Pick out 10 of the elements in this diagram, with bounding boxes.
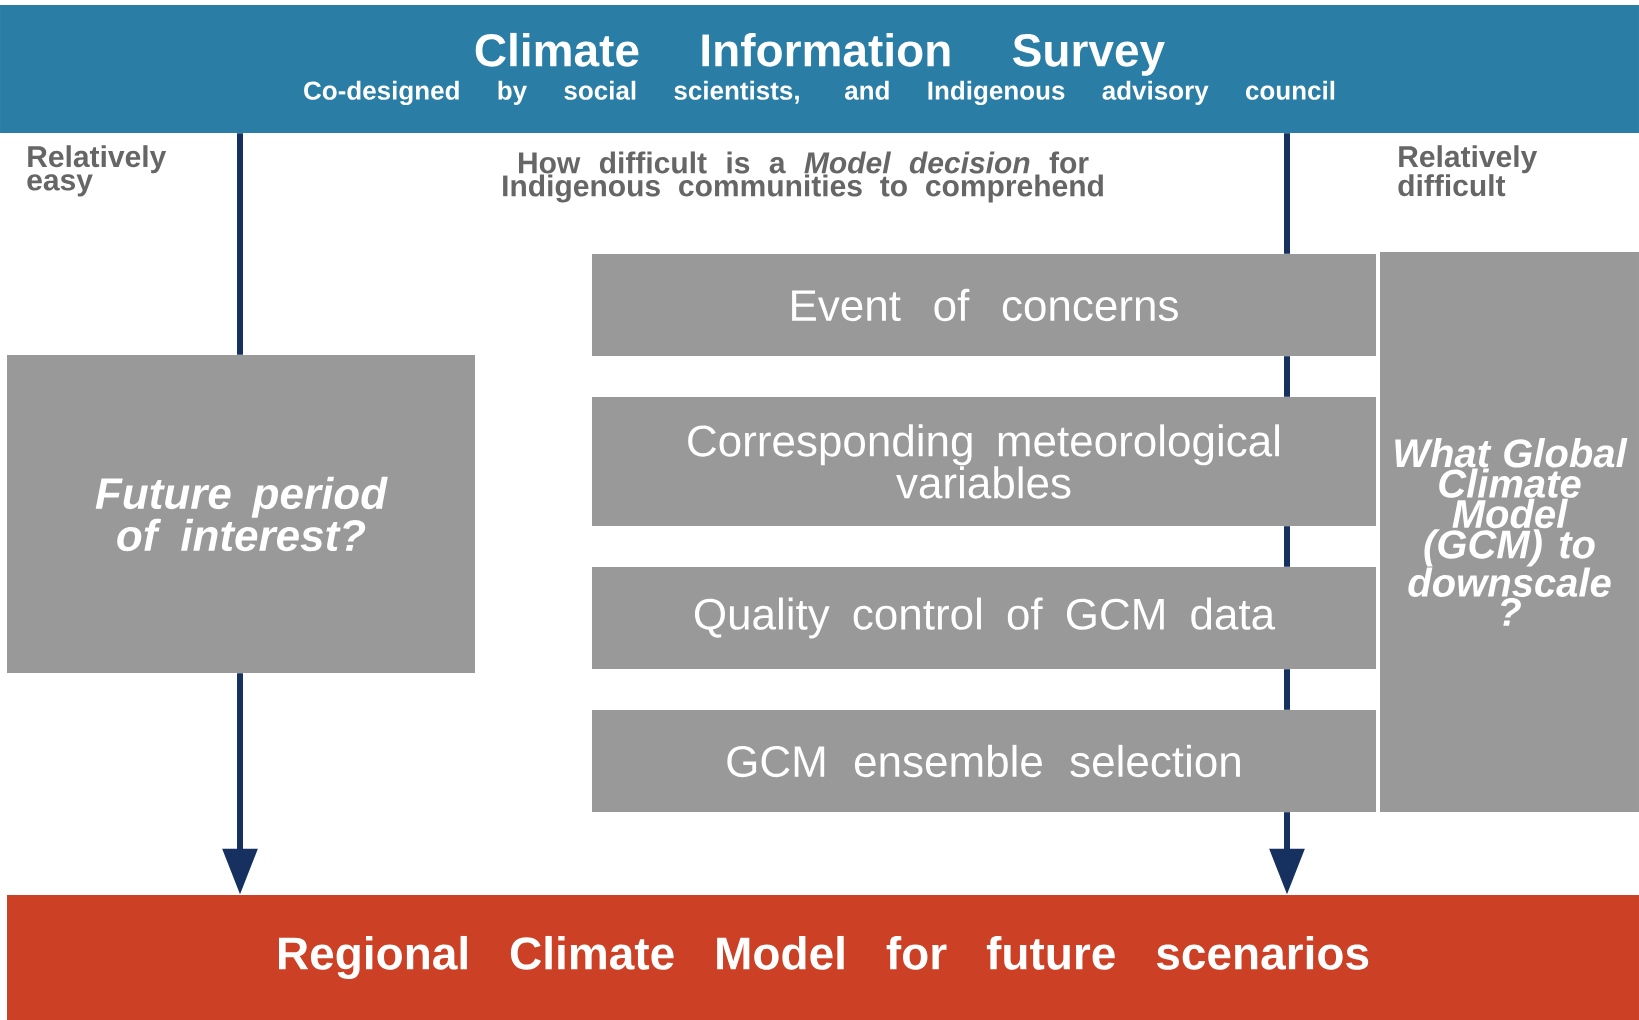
step-box: Event of concerns	[592, 254, 1376, 356]
output-box: Regional Climate Model for future scenarios	[7, 895, 1639, 1020]
step-box: Quality control of GCM data	[592, 567, 1376, 669]
note-text: How difficult is a Model decision for Indigenous communities to comprehend	[503, 151, 1103, 203]
step-box: GCM ensemble selection	[592, 710, 1376, 812]
header-box: Climate Information Survey Co-designed by social scientists, and Indigenous advisory council	[0, 5, 1639, 133]
question-box: What Global Climate Model (GCM) to downscale ?	[1380, 252, 1639, 812]
note-text: Relatively difficult	[1398, 145, 1538, 197]
question-box: Future period of interest?	[7, 355, 475, 673]
step-box: Corresponding meteorological variables	[592, 397, 1376, 526]
